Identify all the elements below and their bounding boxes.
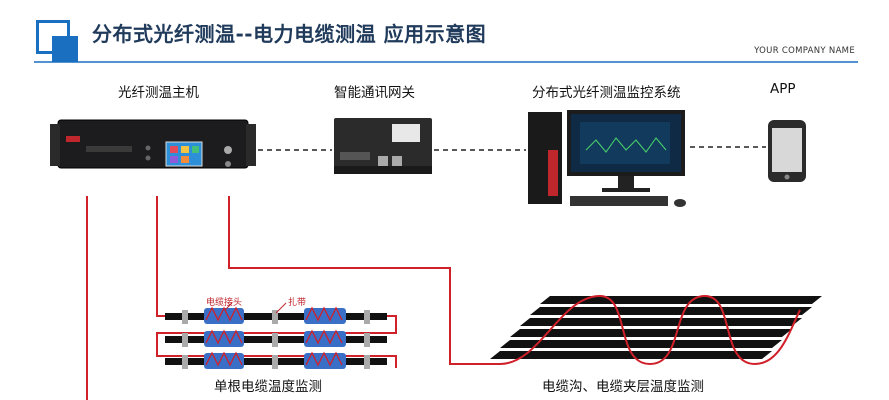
page-title: 分布式光纤测温--电力电缆测温 应用示意图 — [92, 22, 487, 46]
trench-label: 电缆沟、电缆夹层温度监测 — [542, 379, 704, 395]
gateway-device-icon — [334, 118, 432, 174]
monitor-system-icon — [528, 110, 686, 207]
host-label: 光纤测温主机 — [118, 85, 199, 101]
fiber-line-trench — [228, 196, 500, 365]
cable-joint — [204, 353, 244, 369]
monitor-label: 分布式光纤测温监控系统 — [532, 85, 681, 101]
cable-joint-label: 电缆接头 — [206, 298, 243, 308]
cable-trench-scene — [490, 294, 822, 366]
cable-joint — [204, 331, 244, 347]
company-logo — [36, 20, 78, 62]
phone-app-icon — [768, 120, 806, 182]
single-cable-label: 单根电缆温度监测 — [214, 379, 322, 395]
host-device-icon — [50, 119, 256, 169]
cable-joint — [204, 308, 244, 324]
company-name: YOUR COMPANY NAME — [754, 46, 855, 56]
app-label: APP — [770, 81, 796, 97]
single-cable-scene — [165, 302, 387, 369]
gateway-label: 智能通讯网关 — [334, 85, 415, 101]
cable-tie-label: 扎带 — [288, 298, 307, 308]
